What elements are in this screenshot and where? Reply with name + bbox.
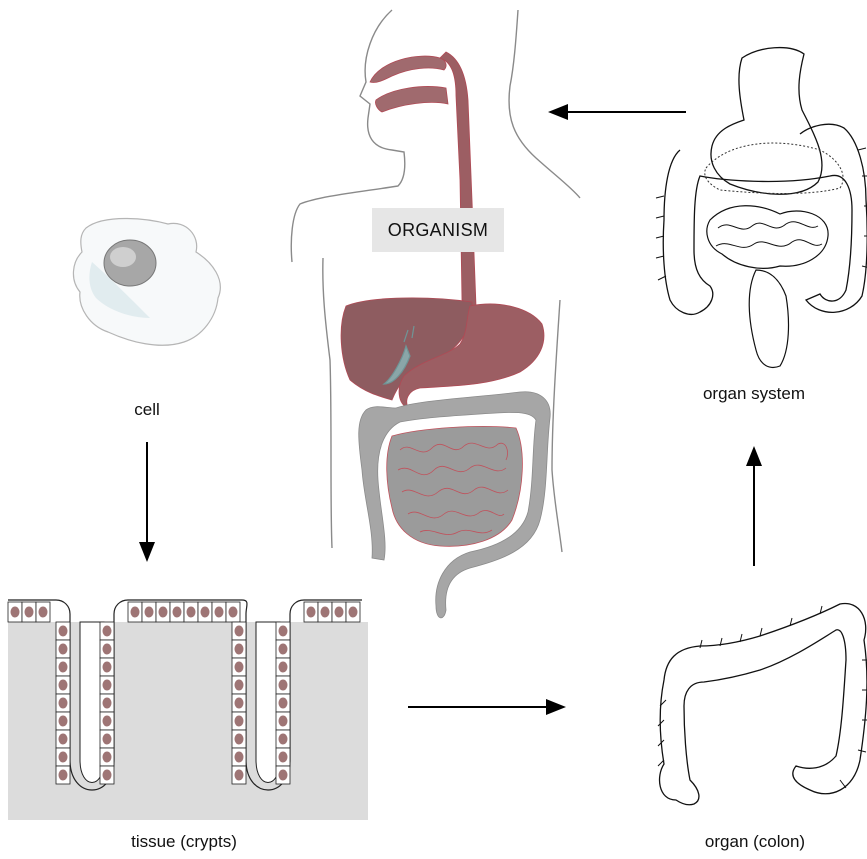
cell-nucleus (59, 734, 68, 745)
cell-nucleus (103, 680, 112, 691)
cell-nucleus (215, 607, 224, 618)
cell-nucleus (103, 752, 112, 763)
cell-nucleus (279, 734, 288, 745)
cell-nucleus (235, 752, 244, 763)
cell-nucleus (229, 607, 238, 618)
cell-nucleus (103, 626, 112, 637)
cell-nucleus (279, 626, 288, 637)
cell-nucleus (103, 734, 112, 745)
organism-figure (291, 10, 580, 618)
organ-system-figure (656, 48, 867, 368)
cell-nucleus (145, 607, 154, 618)
arrow-system-to-organism (548, 104, 686, 120)
cell-nucleus (59, 752, 68, 763)
cell-nucleus (103, 770, 112, 781)
cell-nucleus (279, 716, 288, 727)
cell-nucleus (103, 644, 112, 655)
cell-nucleus (321, 607, 330, 618)
cell-nucleus (59, 662, 68, 673)
cell-nucleus (103, 662, 112, 673)
cell-nucleus (235, 626, 244, 637)
cell-nucleus (25, 607, 34, 618)
oral-cavity (375, 87, 448, 113)
cell-nucleus (187, 607, 196, 618)
cell-nucleus (235, 680, 244, 691)
cell-nucleus (279, 752, 288, 763)
cell-nucleus (59, 770, 68, 781)
cell-nucleus (307, 607, 316, 618)
organ-label: organ (colon) (705, 832, 805, 852)
arrow-tissue-to-organ (408, 699, 566, 715)
cell-nucleus (235, 644, 244, 655)
nasal-passage (370, 56, 446, 82)
arrow-cell-to-tissue (139, 442, 155, 562)
cell-nucleus (11, 607, 20, 618)
cell-nucleus (335, 607, 344, 618)
cell-nucleus (173, 607, 182, 618)
organ-system-label: organ system (703, 384, 805, 404)
cell-nucleus (59, 698, 68, 709)
cell-nucleus (349, 607, 358, 618)
cell-nucleus (131, 607, 140, 618)
cell-nucleus (279, 644, 288, 655)
cell-nucleus (235, 698, 244, 709)
cell-nucleus (59, 626, 68, 637)
system-stomach (711, 48, 822, 195)
cell-nucleus (59, 644, 68, 655)
colon-outline (660, 603, 867, 804)
cell-nucleus (235, 662, 244, 673)
cell-nucleus (201, 607, 210, 618)
cell-nucleus (103, 716, 112, 727)
cell-nucleus (279, 662, 288, 673)
arrow-organ-to-system (746, 446, 762, 566)
cell-nucleus (59, 680, 68, 691)
cell-nucleus (235, 716, 244, 727)
nucleus-highlight (110, 247, 136, 267)
cell-nucleus (279, 770, 288, 781)
cell-nucleus (279, 680, 288, 691)
cell-nucleus (159, 607, 168, 618)
cell-nucleus (103, 698, 112, 709)
cell-label: cell (134, 400, 160, 420)
tissue-label: tissue (crypts) (131, 832, 237, 852)
cell-nucleus (59, 716, 68, 727)
organ-colon-figure (658, 603, 867, 804)
cell-figure (73, 219, 220, 346)
cell-nucleus (279, 698, 288, 709)
small-intestine (387, 426, 523, 546)
tissue-figure (8, 600, 368, 820)
organism-label: ORGANISM (372, 208, 504, 252)
cell-nucleus (235, 770, 244, 781)
cell-nucleus (235, 734, 244, 745)
system-rectum (749, 270, 788, 367)
system-small-intestine (707, 206, 828, 269)
cell-nucleus (39, 607, 48, 618)
